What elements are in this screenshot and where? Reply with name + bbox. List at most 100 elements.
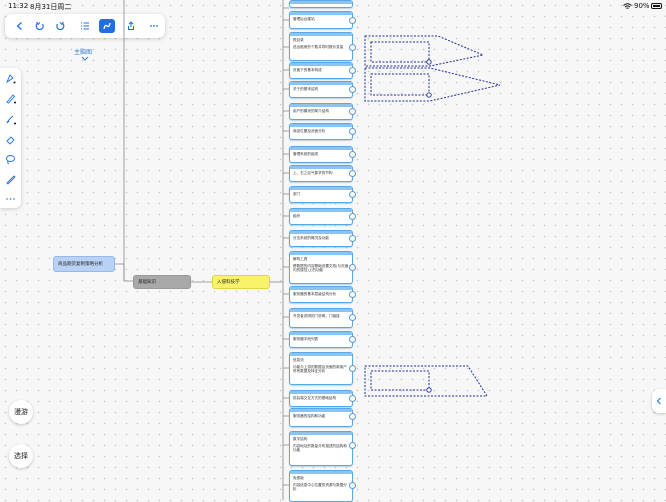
topic-card[interactable]: 组织 [289,208,353,225]
card-text: 商品位置及页面分析 [293,129,326,133]
share-icon [128,21,134,30]
chevron-down-icon[interactable] [81,56,89,61]
back-icon [16,22,22,30]
list-icon [81,22,89,30]
topic-card[interactable]: 开发者说明的门说明，门链接 [289,308,353,328]
card-subtext: 内容地址的数量分布描述的结构和功能 [293,443,347,453]
pen-mode-button[interactable] [99,19,115,33]
share-button[interactable] [123,19,139,33]
redo-button[interactable] [52,19,68,33]
topic-card[interactable]: 上、右之后气象学的节构 [289,165,353,182]
eraser-icon [6,136,15,145]
roam-button[interactable]: 漫游 [9,400,33,424]
topic-card[interactable]: 服务器的基本层级结构分析 [289,286,353,303]
card-subtext: 选出租房的个数并同时报价变量 [293,44,344,49]
topic-card[interactable]: 商品位置及页面分析 [289,123,353,140]
card-text: 信息流 [293,358,304,362]
ruler-tool[interactable] [4,173,17,186]
redo-icon [56,21,65,31]
lasso-tool[interactable] [4,153,17,166]
topic-card[interactable]: 部门 [289,186,353,203]
status-time: 11:32 [8,2,29,10]
expand-knob[interactable] [349,442,356,449]
side-panel-toggle[interactable] [652,389,666,413]
chevron-left-icon [656,397,661,405]
expand-knob[interactable] [349,44,356,51]
pencil-icon [6,94,16,104]
wifi-icon [623,3,632,9]
more-button[interactable] [146,19,162,33]
expand-knob[interactable] [349,191,356,198]
card-text: 页面下的基本构成 [293,68,322,72]
status-date: 8月31日周二 [30,3,72,11]
card-text: 免费版 [293,476,304,480]
expand-knob[interactable] [349,365,356,372]
card-text: 管理系统的组成 [293,152,319,156]
expand-knob[interactable] [349,314,356,321]
more-icon [6,197,15,200]
expand-knob[interactable] [349,17,356,24]
topic-card[interactable]: 前后端交互方式的基础结构 [289,390,353,407]
card-text: 用户的模块的简介结构 [293,109,329,113]
card-text: 解构工具 [293,257,308,261]
card-text: 服务器字段列表 [293,337,319,341]
pencil-tool[interactable] [4,92,17,105]
status-bar: 11:32 8月31日周二 90% [0,0,666,12]
expand-knob[interactable] [349,108,356,115]
expand-knob[interactable] [349,151,356,158]
expand-knob[interactable] [349,86,356,93]
lasso-icon [6,155,15,165]
topic-card[interactable]: 免费版内容信息中心位置的资源与数据分析 [289,470,353,502]
eraser-tool[interactable] [4,133,17,146]
card-subtext: 内容信息中心位置的资源与数据分析 [293,482,347,492]
card-text: 上、右之后气象学的节构 [293,171,333,175]
level1-topic-label: 基础知识 [138,280,156,285]
brush-icon [6,115,16,125]
topic-card[interactable]: 关于的基本结构 [289,81,353,98]
level2-topic-label: 入侵科技学 [217,280,240,285]
select-button[interactable]: 选择 [9,444,33,468]
topic-card[interactable]: 根目录选出租房的个数并同时报价变量 [289,32,353,61]
topic-card[interactable]: 信息流功能与上游的数据及页面的新用户所有数据及特征分析 [289,352,353,385]
drawing-tools-panel [0,68,21,208]
expand-knob[interactable] [349,482,356,489]
battery-icon [651,3,662,9]
expand-knob[interactable] [349,291,356,298]
expand-knob[interactable] [349,395,356,402]
expand-knob[interactable] [349,213,356,220]
topic-card[interactable]: 管理后台建站 [289,11,353,29]
card-text: 组织 [293,214,301,218]
brush-tool[interactable] [4,113,17,126]
back-button[interactable] [12,19,28,33]
level1-topic-node[interactable]: 基础知识 [133,275,191,289]
root-topic-label: 商品期货复制策略分析 [58,262,103,267]
root-topic-node[interactable]: 商品期货复制策略分析 [53,256,115,272]
fountain-pen-tool[interactable] [4,72,17,85]
more-tools-button[interactable] [4,192,17,205]
topic-card[interactable]: 解构工具跨数据的内容基础设置文档(与页面内的属性)上的功能 [289,251,353,284]
main-map-label[interactable]: 主脑图 [74,49,93,56]
topic-card[interactable]: 页面下的基本构成 [289,62,353,79]
roam-label: 漫游 [14,408,28,416]
topic-card[interactable]: 用户的模块的简介结构 [289,103,353,120]
card-text: 开发者说明的门说明，门链接 [293,314,340,318]
topic-card[interactable]: 数字结构内容地址的数量分布描述的结构和功能 [289,431,353,466]
undo-button[interactable] [32,19,48,33]
top-toolbar [5,14,165,38]
card-text: 根目录 [293,38,304,42]
expand-knob[interactable] [349,336,356,343]
expand-knob[interactable] [349,235,356,242]
expand-knob[interactable] [349,67,356,74]
topic-card[interactable]: 服务器的结构和功能 [289,408,353,427]
topic-card[interactable]: 服务器字段列表 [289,331,353,348]
expand-knob[interactable] [349,264,356,271]
topic-card[interactable]: 管理系统的组成 [289,146,353,163]
outline-list-button[interactable] [77,19,93,33]
expand-knob[interactable] [349,170,356,177]
expand-knob[interactable] [349,413,356,420]
topic-card[interactable] [289,0,353,8]
expand-knob[interactable] [349,128,356,135]
level2-topic-node[interactable]: 入侵科技学 [212,275,270,289]
topic-card[interactable]: 分支系统的概况及功能 [289,230,353,247]
more-icon [150,25,158,27]
